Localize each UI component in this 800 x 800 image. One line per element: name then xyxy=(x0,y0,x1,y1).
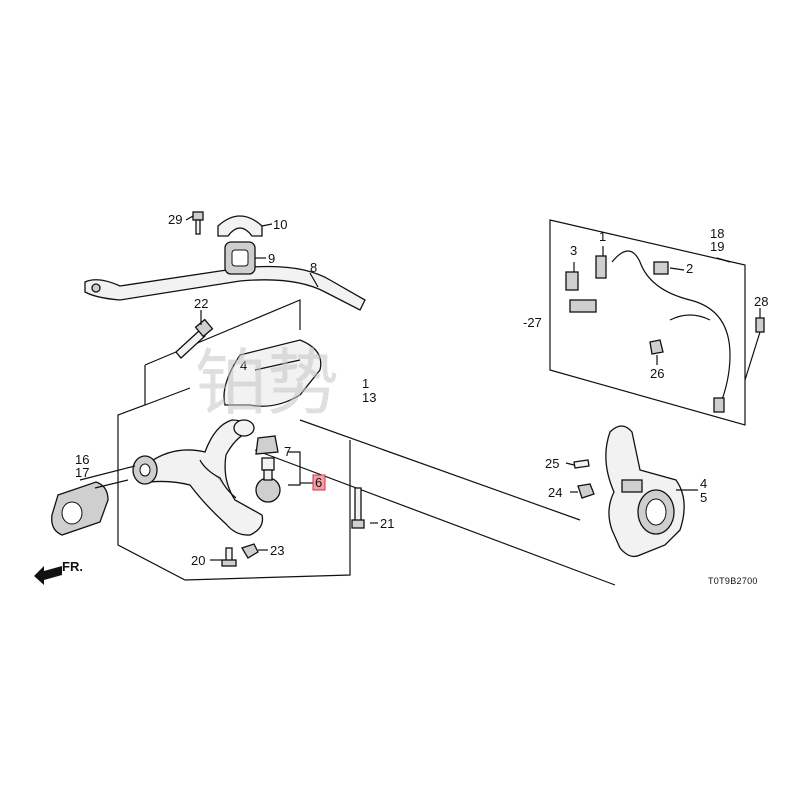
callout-10: 10 xyxy=(273,217,287,232)
callout-17: 17 xyxy=(75,465,89,480)
steering-knuckle xyxy=(605,425,685,558)
callout-20: 20 xyxy=(191,553,205,568)
callout-3: 3 xyxy=(570,243,577,258)
bolt-22 xyxy=(175,318,214,359)
callout-28: 28 xyxy=(754,294,768,309)
callout-23: 23 xyxy=(270,543,284,558)
upper-arm-ghost xyxy=(223,339,322,407)
callout-6-highlight xyxy=(312,474,326,491)
stabilizer-bar xyxy=(84,265,366,311)
diagram-code: T0T9B2700 xyxy=(708,576,758,586)
direction-label: FR. xyxy=(62,559,83,574)
bolt-21 xyxy=(351,487,365,529)
bolt-25 xyxy=(573,459,590,469)
callout-29: 29 xyxy=(168,212,182,227)
callout-8: 8 xyxy=(310,260,317,275)
callout-21: 21 xyxy=(380,516,394,531)
nut-23 xyxy=(241,543,259,559)
rear-bushing xyxy=(51,481,109,536)
callout-1-upper: 1 xyxy=(362,376,369,391)
lower-arm xyxy=(132,419,264,536)
ball-joint xyxy=(255,457,281,503)
callout-4-upper: 4 xyxy=(240,358,247,373)
bolt-20 xyxy=(221,547,237,567)
callout-26: 26 xyxy=(650,366,664,381)
callout-19: 19 xyxy=(710,239,724,254)
front-direction-indicator: FR. xyxy=(34,559,83,585)
callout-4: 4 xyxy=(700,476,707,491)
callout-24: 24 xyxy=(548,485,562,500)
callout-13: 13 xyxy=(362,390,376,405)
callout-25: 25 xyxy=(545,456,559,471)
assembly-frames xyxy=(117,219,746,586)
callouts: 29 10 9 8 22 4 1 13 16 17 7 6 21 20 23 3… xyxy=(75,212,768,568)
bolt-29 xyxy=(192,211,204,235)
leader-lines xyxy=(79,215,761,561)
nut-24 xyxy=(577,483,595,499)
callout-7: 7 xyxy=(284,444,291,459)
ball-joint-boot xyxy=(255,435,279,455)
watermark: 铂势 xyxy=(195,341,339,425)
bracket-10 xyxy=(217,215,263,237)
callout-2: 2 xyxy=(686,261,693,276)
sensor-harness xyxy=(565,250,765,413)
callout-9: 9 xyxy=(268,251,275,266)
callout-6: 6 xyxy=(315,475,322,490)
front-arrow-icon xyxy=(34,566,62,585)
callout-5: 5 xyxy=(700,490,707,505)
callout-18: 18 xyxy=(710,226,724,241)
callout-16: 16 xyxy=(75,452,89,467)
callout-27: -27 xyxy=(523,315,542,330)
callout-22: 22 xyxy=(194,296,208,311)
bushing-9 xyxy=(224,241,256,275)
callout-1-sensor: 1 xyxy=(599,229,606,244)
